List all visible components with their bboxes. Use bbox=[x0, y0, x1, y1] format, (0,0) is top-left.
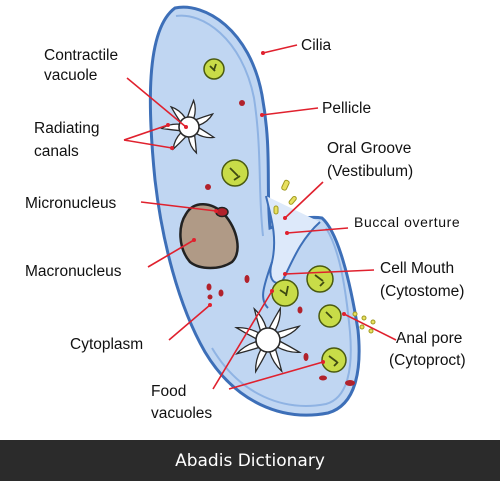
radiating-canal bbox=[254, 348, 268, 374]
pointer-cell-mouth bbox=[284, 269, 375, 275]
pointer-endpoints bbox=[166, 51, 346, 364]
label-anal-pore-1: Anal pore bbox=[396, 330, 462, 347]
vacuole-center bbox=[255, 327, 281, 353]
pointer-cytoplasm bbox=[168, 304, 211, 341]
label-cytoplasm: Cytoplasm bbox=[70, 336, 143, 353]
pointer-micronucleus bbox=[140, 201, 217, 212]
label-cell-mouth-2: (Cytostome) bbox=[380, 283, 464, 300]
radiating-canal bbox=[234, 326, 260, 340]
pointer-radiating-canals-2 bbox=[123, 139, 173, 149]
label-buccal-overture: Buccal overture bbox=[354, 214, 460, 230]
label-radiating-canals-1: Radiating bbox=[34, 120, 100, 137]
food-contents bbox=[209, 63, 339, 367]
radiating-canal bbox=[169, 105, 187, 124]
label-macronucleus: Macronucleus bbox=[25, 263, 122, 280]
label-contractile-vacuole-2: vacuole bbox=[44, 67, 97, 84]
pointer-buccal-overture bbox=[286, 227, 349, 234]
label-cilia: Cilia bbox=[301, 37, 332, 54]
cytoplasm-granules bbox=[205, 100, 355, 386]
label-micronucleus: Micronucleus bbox=[25, 195, 117, 212]
radiating-canal bbox=[195, 126, 216, 139]
radiating-canal bbox=[234, 340, 261, 355]
micronucleus bbox=[215, 206, 229, 218]
radiating-canal bbox=[268, 347, 283, 374]
radiating-canal bbox=[276, 340, 302, 354]
label-oral-groove-2: (Vestibulum) bbox=[327, 163, 413, 180]
pointer-oral-groove bbox=[284, 181, 324, 219]
footer-text: Abadis Dictionary bbox=[175, 450, 325, 471]
macronucleus bbox=[179, 203, 239, 270]
external-food-particles bbox=[273, 179, 376, 334]
inner-membrane bbox=[175, 14, 352, 407]
label-radiating-canals-2: canals bbox=[34, 143, 79, 160]
label-oral-groove-1: Oral Groove bbox=[327, 140, 411, 157]
vacuole-center bbox=[178, 116, 200, 138]
label-cell-mouth-1: Cell Mouth bbox=[380, 260, 454, 277]
radiating-canal bbox=[160, 123, 181, 132]
cytopharynx bbox=[262, 261, 273, 309]
radiating-canal bbox=[275, 325, 302, 340]
pointer-contractile-vacuole bbox=[126, 77, 187, 128]
pointer-food-vacuoles-2 bbox=[228, 361, 324, 390]
contractile-vacuole-posterior bbox=[234, 306, 302, 374]
pointer-pellicle bbox=[261, 107, 319, 116]
paramecium-diagram: Cilia Pellicle Contractile vacuole Radia… bbox=[25, 5, 466, 422]
pointer-food-vacuoles-1 bbox=[212, 290, 273, 390]
label-pellicle: Pellicle bbox=[322, 100, 371, 117]
radiating-canal bbox=[268, 306, 282, 332]
footer-banner: Abadis Dictionary bbox=[0, 440, 500, 481]
pointer-macronucleus bbox=[147, 239, 195, 268]
label-contractile-vacuole-1: Contractile bbox=[44, 47, 118, 64]
contractile-vacuole-anterior bbox=[160, 98, 216, 155]
radiating-canal bbox=[186, 98, 196, 120]
label-food-vacuoles-1: Food bbox=[151, 383, 186, 400]
oral-groove bbox=[265, 195, 321, 284]
pointer-radiating-canals-1 bbox=[123, 124, 169, 141]
pointer-anal-pore bbox=[343, 313, 397, 341]
label-pointers bbox=[123, 44, 397, 390]
radiating-canal bbox=[187, 133, 198, 155]
label-food-vacuoles-2: vacuoles bbox=[151, 405, 212, 422]
label-anal-pore-2: (Cytoproct) bbox=[389, 352, 466, 369]
pointer-cilia bbox=[262, 44, 298, 54]
radiating-canal bbox=[194, 112, 215, 127]
